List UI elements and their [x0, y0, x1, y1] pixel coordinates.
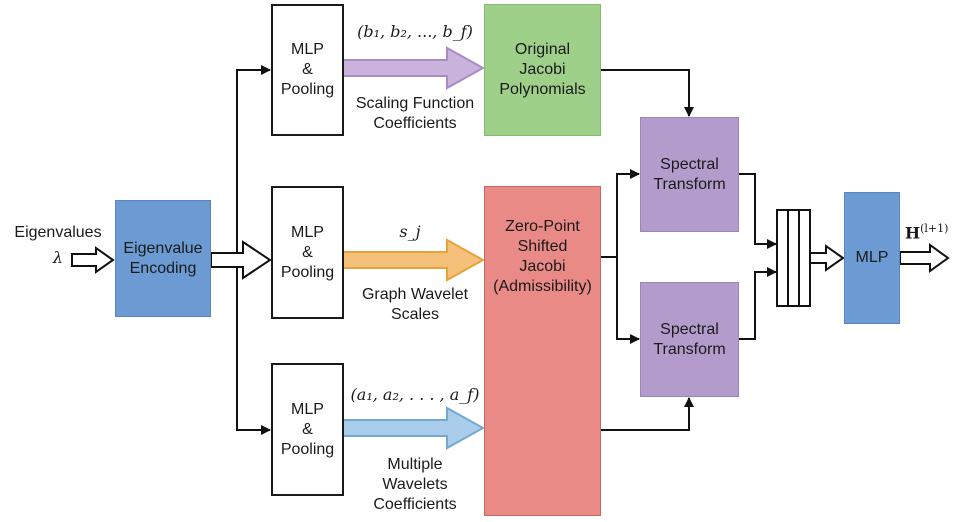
concat-block — [776, 209, 811, 307]
mlp-pooling-box-middle: MLP & Pooling — [271, 186, 344, 319]
scaling-coeffs-math: (b₁, b₂, ..., b_f) — [357, 22, 473, 41]
output-mlp-box: MLP — [844, 192, 900, 324]
concat-arrow — [809, 244, 845, 272]
orig-to-spectral — [600, 69, 694, 117]
input-label: Eigenvalues — [14, 224, 102, 241]
output-symbol: H(l+1) — [905, 222, 948, 242]
wavelet-coeffs-math: (a₁, a₂, . . . , a_f) — [350, 385, 480, 404]
mlp-pooling-box-top: MLP & Pooling — [271, 4, 344, 136]
output-arrow — [899, 243, 950, 273]
branch-top — [236, 65, 271, 253]
lambda-symbol: λ — [52, 248, 64, 267]
wavelet-coeffs-caption: Multiple Wavelets Coefficients — [373, 456, 457, 513]
shifted-to-spectral-mid — [616, 257, 640, 344]
scaling-arrow — [342, 46, 486, 90]
scaling-coeffs-caption: Scaling Function Coefficients — [355, 95, 475, 132]
encoder-arrow — [210, 240, 272, 280]
original-jacobi-box: Original Jacobi Polynomials — [484, 4, 601, 136]
output-symbol-base: H — [905, 223, 921, 243]
scales-math: s_j — [399, 222, 421, 241]
wavelet-arrow — [342, 406, 486, 450]
shifted-to-spectral-bottom — [601, 397, 694, 431]
input-arrow — [71, 246, 115, 274]
eigenvalue-encoding-box: Eigenvalue Encoding — [115, 200, 211, 317]
shifted-jacobi-box: Zero-Point Shifted Jacobi (Admissibility… — [484, 186, 601, 516]
mlp-pooling-box-bottom: MLP & Pooling — [271, 363, 344, 496]
shifted-to-spectral-top — [601, 169, 640, 258]
output-superscript: (l+1) — [920, 222, 949, 235]
spectral2-to-concat — [739, 267, 777, 340]
spectral-transform-box-bottom: Spectral Transform — [640, 282, 739, 397]
scales-caption: Graph Wavelet Scales — [361, 286, 469, 323]
spectral1-to-concat — [739, 173, 777, 249]
spectral-transform-box-top: Spectral Transform — [640, 117, 739, 232]
branch-bottom — [236, 267, 271, 435]
scales-arrow — [342, 238, 486, 282]
